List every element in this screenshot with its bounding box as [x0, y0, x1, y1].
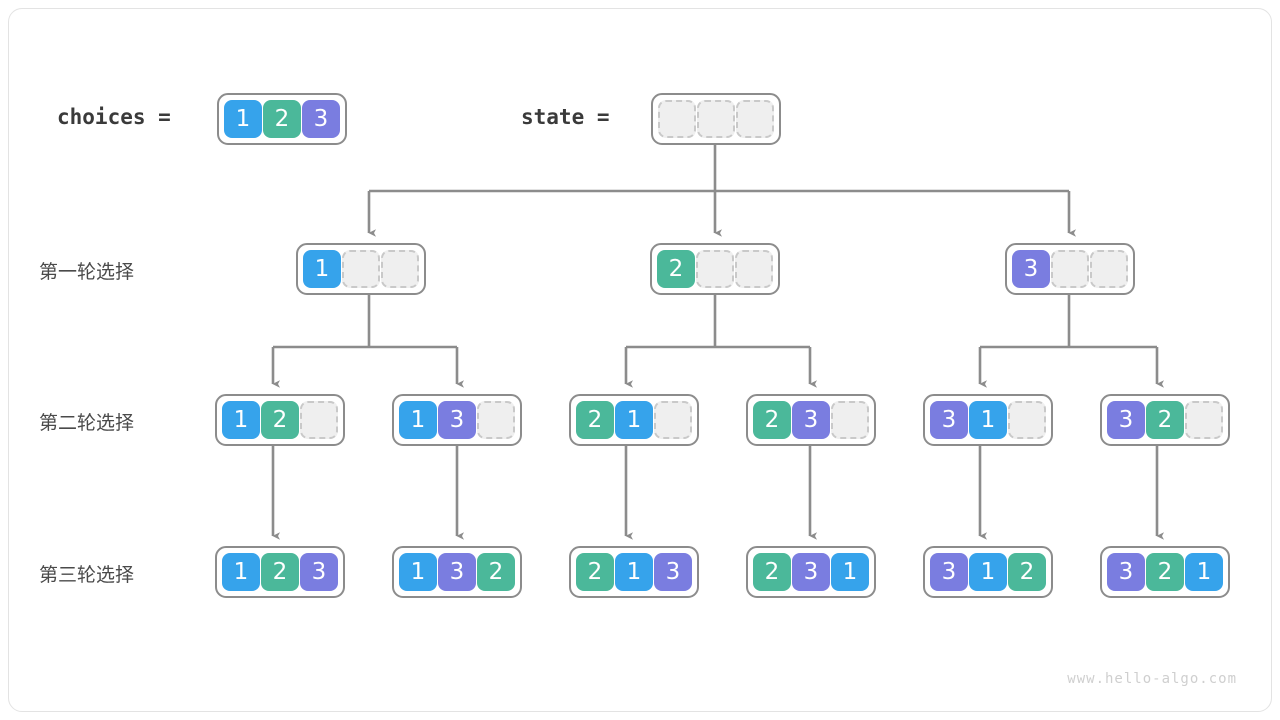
array-cell: 3 [654, 553, 692, 591]
tree-node: 2 [650, 243, 780, 295]
array-cell-empty [1090, 250, 1128, 288]
array-cell: 3 [930, 553, 968, 591]
tree-node: 3 [1005, 243, 1135, 295]
array-cell-empty [342, 250, 380, 288]
array-cell: 3 [792, 401, 830, 439]
array-cell: 1 [224, 100, 262, 138]
tree-node: 1 [296, 243, 426, 295]
array-cell: 3 [438, 401, 476, 439]
row-label-level-1: 第一轮选择 [39, 261, 135, 283]
array-cell: 3 [300, 553, 338, 591]
array-cell-empty [696, 250, 734, 288]
array-cell: 3 [438, 553, 476, 591]
array-cell: 2 [657, 250, 695, 288]
array-cell: 2 [576, 553, 614, 591]
choices-label: choices = [57, 105, 171, 129]
array-cell-empty [697, 100, 735, 138]
array-cell: 1 [222, 401, 260, 439]
array-cell: 3 [1012, 250, 1050, 288]
row-label-level-3: 第三轮选择 [39, 564, 135, 586]
array-cell: 1 [222, 553, 260, 591]
array-cell: 1 [303, 250, 341, 288]
state-label: state = [521, 105, 610, 129]
array-cell-empty [736, 100, 774, 138]
array-cell: 1 [969, 401, 1007, 439]
array-cell: 1 [399, 401, 437, 439]
array-cell: 2 [576, 401, 614, 439]
array-cell: 2 [477, 553, 515, 591]
array-cell: 3 [1107, 401, 1145, 439]
array-cell-empty [477, 401, 515, 439]
array-cell: 1 [615, 553, 653, 591]
array-cell: 1 [1185, 553, 1223, 591]
array-cell: 1 [615, 401, 653, 439]
array-cell: 2 [753, 553, 791, 591]
array-cell: 3 [302, 100, 340, 138]
array-cell-empty [658, 100, 696, 138]
array-cell: 2 [1146, 553, 1184, 591]
array-cell-empty [1051, 250, 1089, 288]
array-cell: 2 [263, 100, 301, 138]
array-cell: 1 [399, 553, 437, 591]
array-cell: 2 [261, 553, 299, 591]
array-cell: 1 [969, 553, 1007, 591]
array-cell: 3 [792, 553, 830, 591]
array-cell: 1 [831, 553, 869, 591]
state-array [651, 93, 781, 145]
array-cell-empty [735, 250, 773, 288]
array-cell-empty [654, 401, 692, 439]
array-cell: 2 [753, 401, 791, 439]
array-cell: 3 [1107, 553, 1145, 591]
array-cell: 2 [261, 401, 299, 439]
array-cell-empty [831, 401, 869, 439]
connector-lines [271, 135, 1164, 540]
array-cell-empty [300, 401, 338, 439]
watermark: www.hello-algo.com [1067, 671, 1237, 687]
row-label-level-2: 第二轮选择 [39, 412, 135, 434]
array-cell-empty [1008, 401, 1046, 439]
array-cell: 2 [1146, 401, 1184, 439]
array-cell: 3 [930, 401, 968, 439]
array-cell: 2 [1008, 553, 1046, 591]
array-cell-empty [1185, 401, 1223, 439]
array-cell-empty [381, 250, 419, 288]
